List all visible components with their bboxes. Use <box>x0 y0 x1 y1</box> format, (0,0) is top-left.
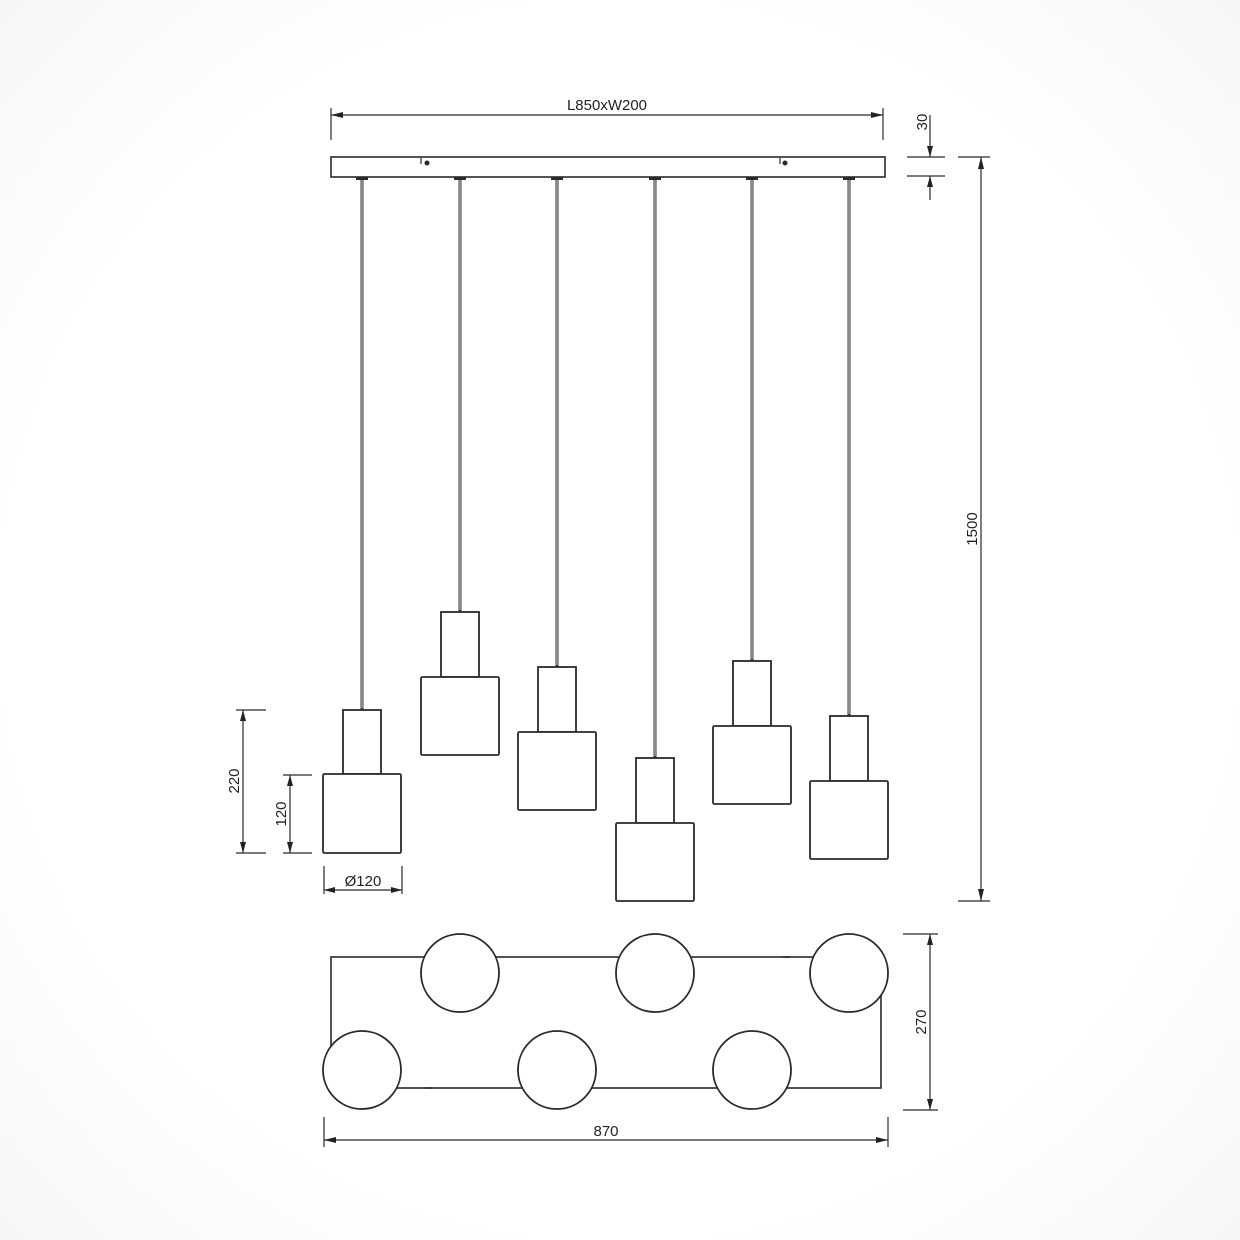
lamp-shade <box>615 822 695 902</box>
lamp-shade <box>322 773 402 854</box>
pendant-group <box>322 177 889 902</box>
lamp-shade <box>517 731 597 811</box>
lamp-shade <box>809 780 889 860</box>
canopy-length-dimension: L850xW200 <box>330 97 884 140</box>
pendant-3 <box>517 177 597 811</box>
shade-diameter-label: Ø120 <box>345 873 382 890</box>
lamp-holder <box>635 757 675 824</box>
shade-total-height-label: 220 <box>226 768 243 793</box>
lamp-holder <box>440 611 480 678</box>
shade-top-view-circle <box>322 1030 402 1110</box>
shade-body-height-dimension: 120 <box>273 774 312 854</box>
lamp-holder <box>537 666 577 733</box>
shade-total-height-dimension: 220 <box>226 709 266 854</box>
canopy-size-label: L850xW200 <box>567 97 647 114</box>
lamp-holder <box>732 660 772 727</box>
top-view-width-dimension: 870 <box>323 1117 889 1147</box>
pendant-5 <box>712 177 792 805</box>
canopy-height-dimension: 30 <box>907 114 945 200</box>
lamp-holder <box>829 715 869 782</box>
shade-top-view-circle <box>517 1030 597 1110</box>
lamp-holder <box>342 709 382 775</box>
lamp-shade <box>712 725 792 805</box>
mounting-screw-icon <box>420 158 430 166</box>
shade-top-view-circle <box>712 1030 792 1110</box>
pendant-6 <box>809 177 889 860</box>
total-height-label: 1500 <box>964 512 981 545</box>
top-view-width-label: 870 <box>593 1123 618 1140</box>
shade-top-view-circle <box>615 933 695 1013</box>
pendant-2 <box>420 177 500 756</box>
top-view-depth-dimension: 270 <box>903 933 938 1111</box>
total-height-dimension: 1500 <box>958 156 990 902</box>
canopy <box>330 156 886 178</box>
top-view-depth-label: 270 <box>913 1009 930 1034</box>
pendant-1 <box>322 177 402 854</box>
mounting-screw-icon <box>779 158 788 166</box>
pendant-4 <box>615 177 695 902</box>
shade-top-view-circle <box>420 933 500 1013</box>
shade-body-height-label: 120 <box>273 801 290 826</box>
top-view <box>322 933 889 1110</box>
lamp-shade <box>420 676 500 756</box>
shade-top-view-circle <box>809 933 889 1013</box>
shade-diameter-dimension: Ø120 <box>323 866 403 894</box>
canopy-height-label: 30 <box>914 114 931 131</box>
